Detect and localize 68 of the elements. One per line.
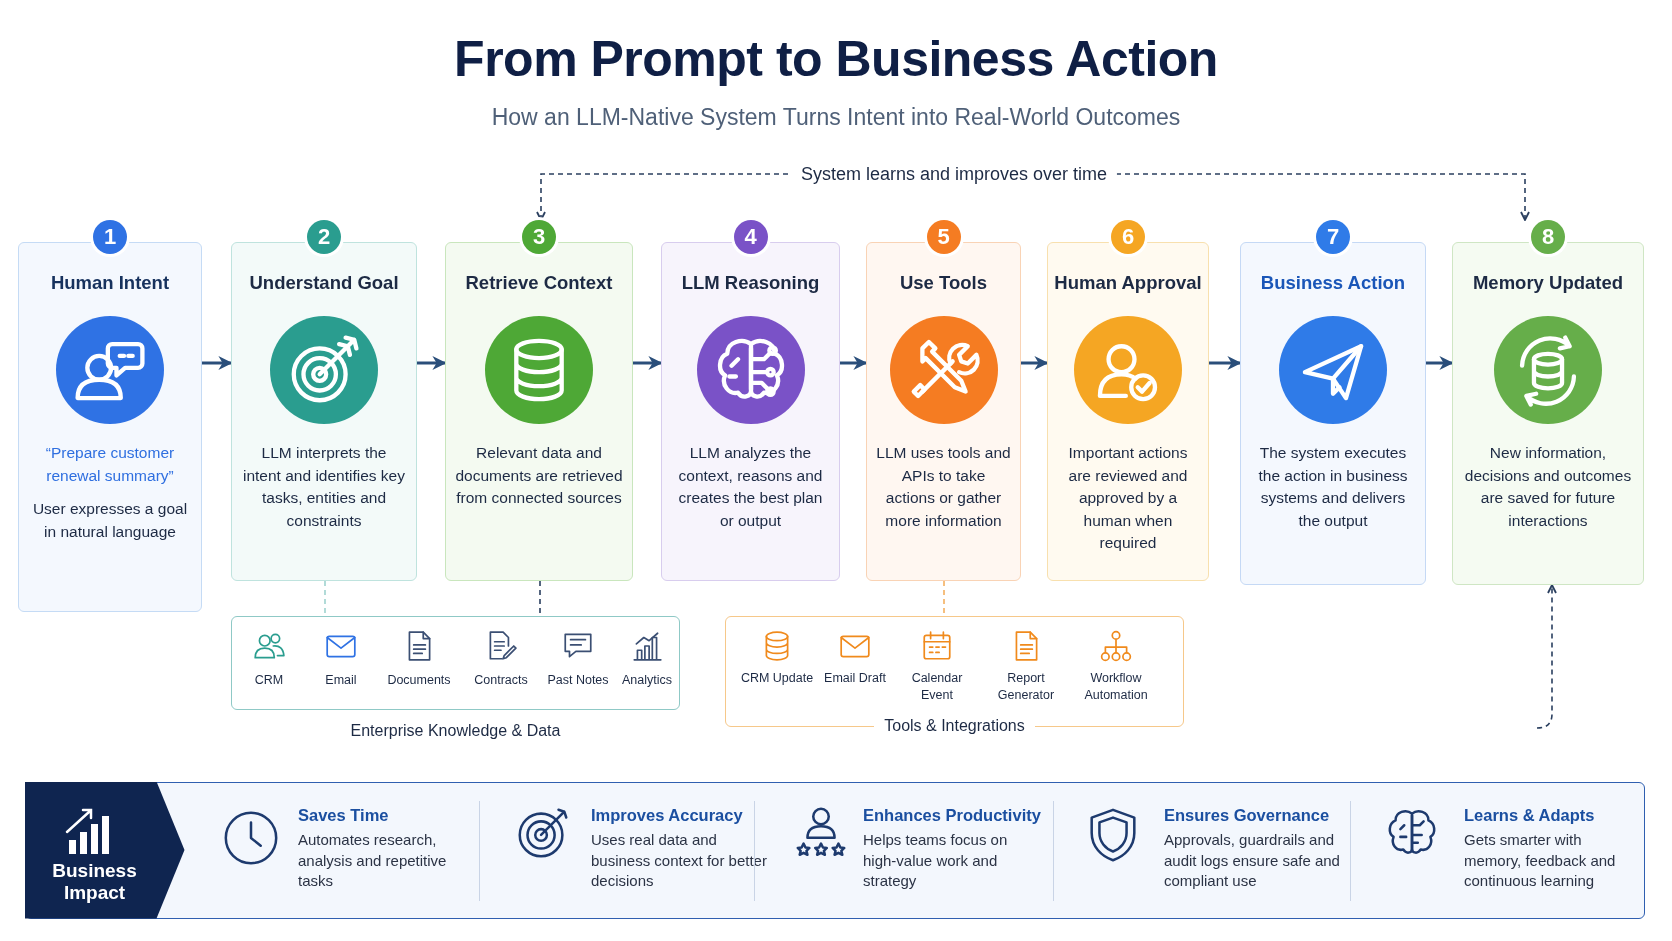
arrow <box>1426 356 1454 370</box>
item-label: Past Notes <box>547 672 609 689</box>
step-description: LLM uses tools and APIs to take actions or gather more information <box>876 443 1011 531</box>
benefit-title: Ensures Governance <box>1164 806 1330 825</box>
step-number-badge: 3 <box>522 220 556 254</box>
arrow <box>1209 356 1242 370</box>
step-card <box>231 220 417 581</box>
item-label: Workflow Automation <box>1083 670 1149 704</box>
step-card <box>1047 220 1209 581</box>
step-title: Business Action <box>1259 272 1407 294</box>
benefit-title: Improves Accuracy <box>591 806 743 825</box>
step-title: Retrieve Context <box>464 272 614 294</box>
item-label: Calendar Event <box>910 670 964 704</box>
step-description: LLM interprets the intent and identifies key tasks, entities and constraints <box>242 443 406 531</box>
arrow <box>840 356 868 370</box>
benefit-description: Automates research, analysis and repetitive tasks <box>298 830 448 891</box>
impact-header <box>24 781 185 919</box>
step-description: The system executes the action in business systems and delivers the output <box>1257 443 1409 531</box>
step-number-badge: 6 <box>1111 220 1145 254</box>
subtitle: How an LLM-Native System Turns Intent into Real-World Outcomes <box>490 104 1182 131</box>
benefit-description: Approvals, guardrails and audit logs ensure safe and compliant use <box>1164 830 1341 891</box>
benefit-title: Learns & Adapts <box>1464 806 1595 825</box>
item-label: Contracts <box>474 672 528 689</box>
arrow <box>1021 356 1049 370</box>
step-number-badge: 2 <box>307 220 341 254</box>
arrow <box>417 356 447 370</box>
panel-caption: Tools & Integrations <box>874 717 1035 734</box>
title: From Prompt to Business Action <box>453 30 1219 88</box>
step-card <box>1240 220 1426 585</box>
item-label: Analytics <box>622 672 672 689</box>
step-title: LLM Reasoning <box>680 272 821 294</box>
item-label: Documents <box>387 672 451 689</box>
benefit-title: Enhances Productivity <box>863 806 1041 825</box>
step-number-badge: 1 <box>93 220 127 254</box>
step-title: Use Tools <box>898 272 988 294</box>
step-number-badge: 8 <box>1531 220 1565 254</box>
impact-title: Business Impact <box>51 859 138 904</box>
item-label: Email <box>325 672 357 689</box>
benefit-description: Helps teams focus on high-value work and strategy <box>863 830 1009 891</box>
benefit-description: Uses real data and business context for better decisions <box>591 830 768 891</box>
step-description: Important actions are reviewed and approved by a human when required <box>1067 443 1189 553</box>
item-label: Report Generator <box>996 670 1056 704</box>
step-title: Memory Updated <box>1471 272 1625 294</box>
item-label: CRM Update <box>739 670 815 687</box>
arrow <box>1536 584 1557 729</box>
step-description: New information, decisions and outcomes are saved for future interactions <box>1463 443 1633 531</box>
benefit-title: Saves Time <box>298 806 389 825</box>
step-number-badge: 5 <box>926 220 961 254</box>
step-card <box>661 220 840 581</box>
step-description: LLM analyzes the context, reasons and creates the best plan or output <box>677 443 824 531</box>
step-title: Human Approval <box>1053 272 1203 294</box>
benefit-description: Gets smarter with memory, feedback and continuous learning <box>1464 830 1617 891</box>
arrow <box>633 356 663 370</box>
impact-band <box>25 782 1645 919</box>
step-title: Understand Goal <box>248 272 400 294</box>
step-number-badge: 4 <box>733 220 768 254</box>
quote-text: “Prepare customer renewal summary” <box>44 443 176 486</box>
step-number-badge: 7 <box>1316 220 1350 254</box>
step-description: Relevant data and documents are retrieved from connected sources <box>455 443 623 508</box>
step-description: User expresses a goal in natural language <box>31 499 189 542</box>
step-card <box>445 220 633 581</box>
arrow <box>202 356 233 370</box>
step-title: Human Intent <box>49 272 171 294</box>
step-card <box>1452 220 1644 585</box>
step-card <box>18 220 202 612</box>
item-label: CRM <box>254 672 284 689</box>
step-card <box>866 220 1021 581</box>
item-label: Email Draft <box>823 670 887 687</box>
